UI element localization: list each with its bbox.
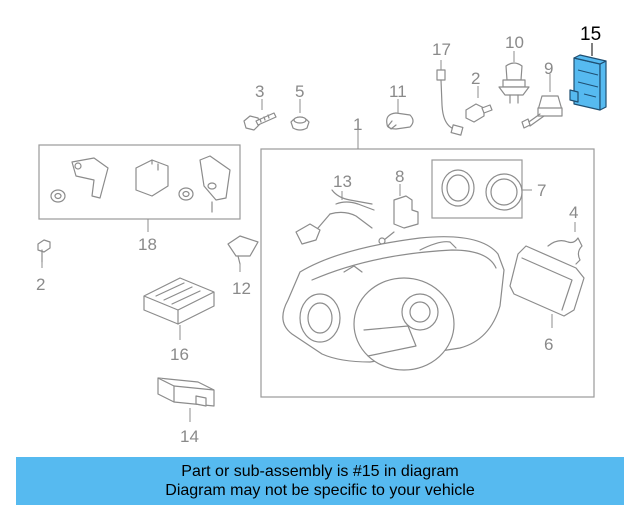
callout-12: 12 (232, 279, 251, 298)
part-1-headlamp[interactable] (282, 129, 505, 371)
part-7-rings[interactable] (441, 169, 532, 211)
part-5-clip[interactable] (290, 99, 310, 131)
callout-18: 18 (138, 235, 157, 254)
callout-16: 16 (170, 345, 189, 364)
callout-14: 14 (180, 427, 199, 446)
callout-9: 9 (544, 59, 553, 78)
group-box-1 (260, 148, 595, 398)
part-3-screw[interactable] (243, 99, 277, 131)
part-14-module[interactable] (157, 377, 215, 422)
info-banner: Part or sub-assembly is #15 in diagram D… (16, 457, 624, 505)
callout-10: 10 (505, 33, 524, 52)
part-18-brackets[interactable] (50, 155, 231, 213)
part-6-cover[interactable] (509, 245, 585, 328)
part-13-harness[interactable] (295, 189, 375, 245)
banner-line-1: Part or sub-assembly is #15 in diagram (181, 463, 459, 480)
part-2-socket[interactable] (465, 86, 493, 123)
callout-3: 3 (255, 82, 264, 101)
group-box-18 (38, 144, 241, 220)
part-2-screw-left[interactable] (37, 239, 51, 268)
callout-2-left: 2 (36, 275, 45, 294)
part-10-bulb[interactable] (498, 51, 530, 104)
callout-13: 13 (333, 172, 352, 191)
part-15-module[interactable] (569, 43, 607, 111)
callout-7: 7 (537, 181, 546, 200)
part-12-holder[interactable] (227, 235, 259, 272)
callout-4: 4 (569, 203, 578, 222)
callout-17: 17 (432, 40, 451, 59)
callout-1: 1 (353, 115, 362, 134)
callout-15: 15 (580, 24, 601, 45)
part-11-bulb[interactable] (386, 99, 414, 130)
callout-2-top: 2 (471, 69, 480, 88)
part-8-socket[interactable] (378, 184, 419, 245)
callout-5: 5 (295, 82, 304, 101)
part-9-bulb[interactable] (521, 74, 563, 129)
callout-6: 6 (544, 335, 553, 354)
callout-8: 8 (395, 167, 404, 186)
part-16-ballast[interactable] (143, 277, 215, 340)
banner-line-2: Diagram may not be specific to your vehi… (165, 482, 475, 499)
part-17-harness[interactable] (436, 60, 464, 136)
part-4-clip[interactable] (547, 222, 583, 265)
callout-11: 11 (389, 82, 407, 101)
